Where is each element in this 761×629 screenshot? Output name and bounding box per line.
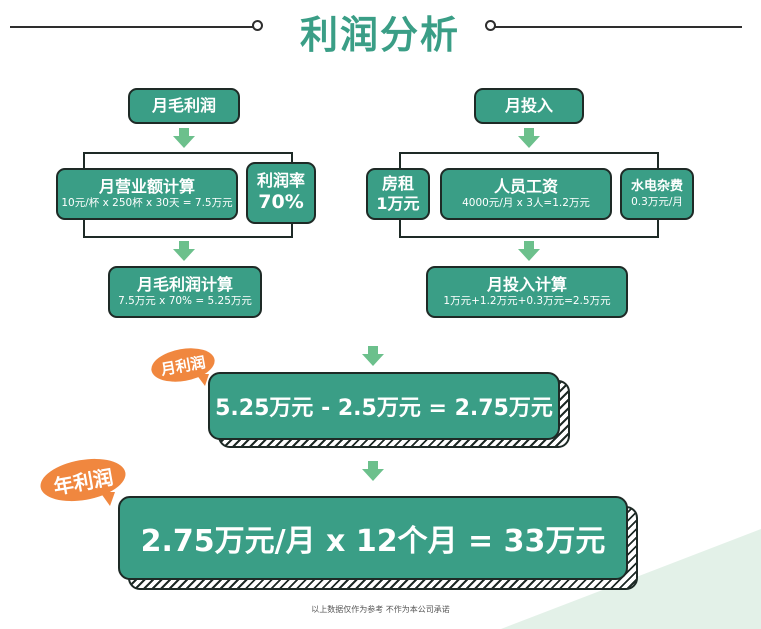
yearly-profit-tag: 年利润 — [37, 452, 129, 508]
revenue-box: 月营业额计算 10元/杯 x 250杯 x 30天 = 7.5万元 — [56, 168, 238, 220]
staff-box: 人员工资 4000元/月 x 3人=1.2万元 — [440, 168, 612, 220]
revenue-title: 月营业额计算 — [98, 177, 195, 197]
rent-title: 房租 — [381, 174, 414, 193]
margin-value: 70% — [258, 191, 304, 214]
utility-box: 水电杂费 0.3万元/月 — [620, 168, 694, 220]
gross-calc-box: 月毛利润计算 7.5万元 x 70% = 5.25万元 — [108, 266, 262, 318]
monthly-result-formula: 5.25万元 - 2.5万元 = 2.75万元 — [215, 396, 553, 421]
gross-profit-header-label: 月毛利润 — [151, 96, 216, 115]
yearly-result-box: 2.75万元/月 x 12个月 = 33万元 — [118, 496, 628, 580]
staff-formula: 4000元/月 x 3人=1.2万元 — [462, 197, 590, 210]
gross-calc-title: 月毛利润计算 — [136, 275, 233, 295]
gross-profit-header: 月毛利润 — [128, 88, 240, 124]
staff-title: 人员工资 — [493, 177, 558, 197]
arrow-down-icon — [362, 346, 384, 366]
arrow-down-icon — [518, 128, 540, 148]
monthly-tag-tail — [196, 374, 209, 386]
utility-title: 水电杂费 — [630, 179, 683, 195]
title-dot-left — [252, 20, 263, 31]
yearly-tag-tail — [100, 492, 115, 506]
page-title: 利润分析 — [299, 13, 460, 57]
investment-header: 月投入 — [474, 88, 584, 124]
yearly-result-formula: 2.75万元/月 x 12个月 = 33万元 — [140, 524, 606, 559]
rent-value: 1万元 — [376, 194, 420, 213]
arrow-down-icon — [362, 461, 384, 481]
title-line-right — [494, 26, 742, 28]
monthly-result-box: 5.25万元 - 2.5万元 = 2.75万元 — [208, 372, 560, 440]
rent-box: 房租 1万元 — [366, 168, 430, 220]
arrow-down-icon — [173, 128, 195, 148]
margin-box: 利润率 70% — [246, 162, 316, 224]
investment-calc-formula: 1万元+1.2万元+0.3万元=2.5万元 — [443, 295, 611, 308]
title-line-left — [10, 26, 254, 28]
revenue-formula: 10元/杯 x 250杯 x 30天 = 7.5万元 — [61, 197, 233, 210]
investment-calc-title: 月投入计算 — [486, 275, 567, 295]
arrow-down-icon — [173, 241, 195, 261]
footnote: 以上数据仅作为参考 不作为本公司承诺 — [311, 605, 450, 614]
margin-title: 利润率 — [256, 171, 305, 191]
gross-calc-formula: 7.5万元 x 70% = 5.25万元 — [118, 295, 252, 308]
investment-calc-box: 月投入计算 1万元+1.2万元+0.3万元=2.5万元 — [426, 266, 628, 318]
title-dot-right — [485, 20, 496, 31]
arrow-down-icon — [518, 241, 540, 261]
utility-value: 0.3万元/月 — [631, 195, 683, 208]
investment-header-label: 月投入 — [504, 96, 553, 115]
